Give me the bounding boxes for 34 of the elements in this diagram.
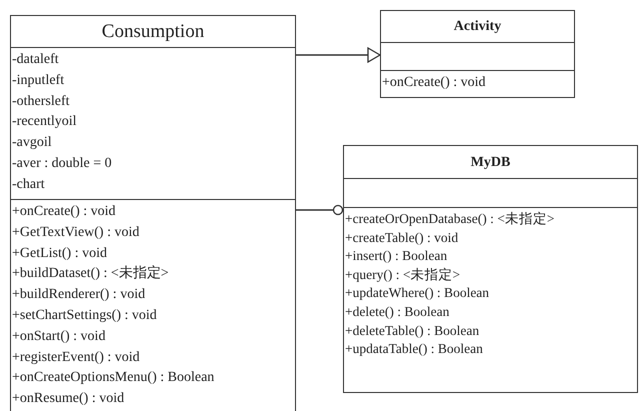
member-text: +buildRenderer() : void <box>11 286 146 304</box>
class-name: Consumption <box>11 16 295 48</box>
member-text: +query() : <未指定> <box>344 266 462 284</box>
member-text: +onCreate() : void <box>381 74 487 92</box>
member-text: -dataleft <box>11 51 60 69</box>
member-text: +registerEvent() : void <box>11 348 141 367</box>
member-text: +onCreate() : void <box>11 203 117 221</box>
member-text: +buildDataset() : <未指定> <box>11 264 170 284</box>
member-text: -avgoil <box>11 134 53 152</box>
association-line <box>296 204 344 216</box>
class-name: MyDB <box>344 146 637 179</box>
member-text: +GetList() : void <box>11 244 108 263</box>
member-text: +createOrOpenDatabase() : <未指定> <box>344 210 556 228</box>
member-text: -aver : double = 0 <box>11 154 113 173</box>
member-text: -othersleft <box>11 92 71 111</box>
class-box <box>380 10 575 98</box>
member-text: -recentlyoil <box>11 113 78 132</box>
class-box <box>343 145 638 393</box>
member-text: +onResume() : void <box>11 390 126 408</box>
member-text: +onCreateOptionsMenu() : Boolean <box>11 369 216 388</box>
member-text: +setChartSettings() : void <box>11 306 158 325</box>
class-name: Activity <box>381 11 574 43</box>
member-text: -inputleft <box>11 72 66 90</box>
member-text: +onStart() : void <box>11 328 106 346</box>
member-text: +updateWhere() : Boolean <box>344 284 490 302</box>
member-text: +createTable() : void <box>344 228 460 247</box>
generalization-arrow <box>296 47 381 63</box>
member-text: +delete() : Boolean <box>344 302 450 321</box>
member-text: +deleteTable() : Boolean <box>344 322 480 340</box>
member-text: +updataTable() : Boolean <box>344 340 484 358</box>
member-text: +insert() : Boolean <box>344 247 448 266</box>
member-text: +GetTextView() : void <box>11 224 140 242</box>
class-box <box>10 15 296 411</box>
member-text: -chart <box>11 176 46 194</box>
